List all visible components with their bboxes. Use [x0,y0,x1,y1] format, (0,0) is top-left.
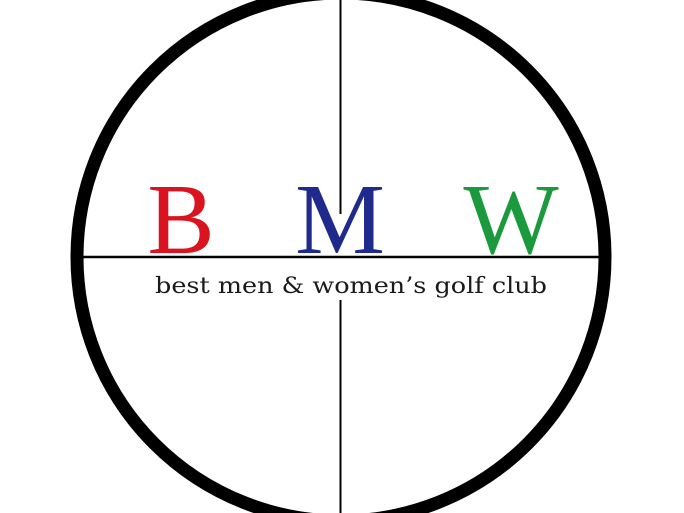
letter-w: W [463,163,559,275]
outer-ring [70,0,612,513]
letter-b: B [147,163,214,275]
tagline: best men & women’s golf club [155,274,547,299]
letter-m: M [295,163,385,275]
